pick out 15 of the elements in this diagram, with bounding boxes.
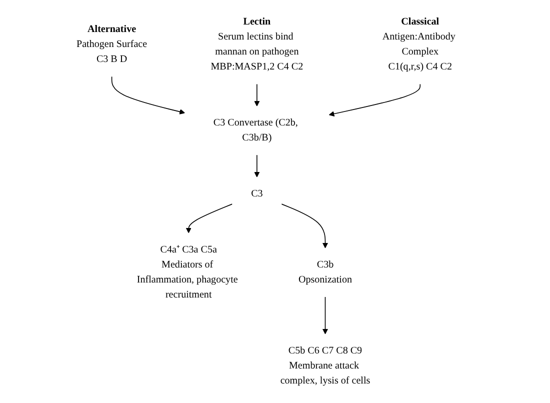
arrow <box>322 296 328 334</box>
node-text: Alternative Pathogen Surface C3 B D <box>76 24 148 65</box>
node-text: Lectin Serum lectins bind mannan on pathogen MBP:MASP1,2 C4 C2 <box>210 16 304 72</box>
node-text: Classical Antigen:Antibody Complex C1(q,r,s) C4 C2 <box>382 16 456 72</box>
arrow <box>328 84 421 117</box>
arrow <box>254 154 260 178</box>
node-text: C3 Convertase (C2b, C3b/B) <box>213 117 298 144</box>
arrow <box>186 204 233 234</box>
node-text: C3 <box>251 188 263 199</box>
arrow <box>111 76 185 114</box>
arrow <box>254 84 260 106</box>
arrow <box>281 204 328 248</box>
node-text: C5b C6 C7 C8 C9 Membrane attack complex, lysis of cells <box>280 345 370 386</box>
node-text: C4a⁺ C3a C5a Mediators of Inflammation, phagocyte recruitment <box>136 244 238 300</box>
node-text: C3b Opsonization <box>298 259 352 285</box>
